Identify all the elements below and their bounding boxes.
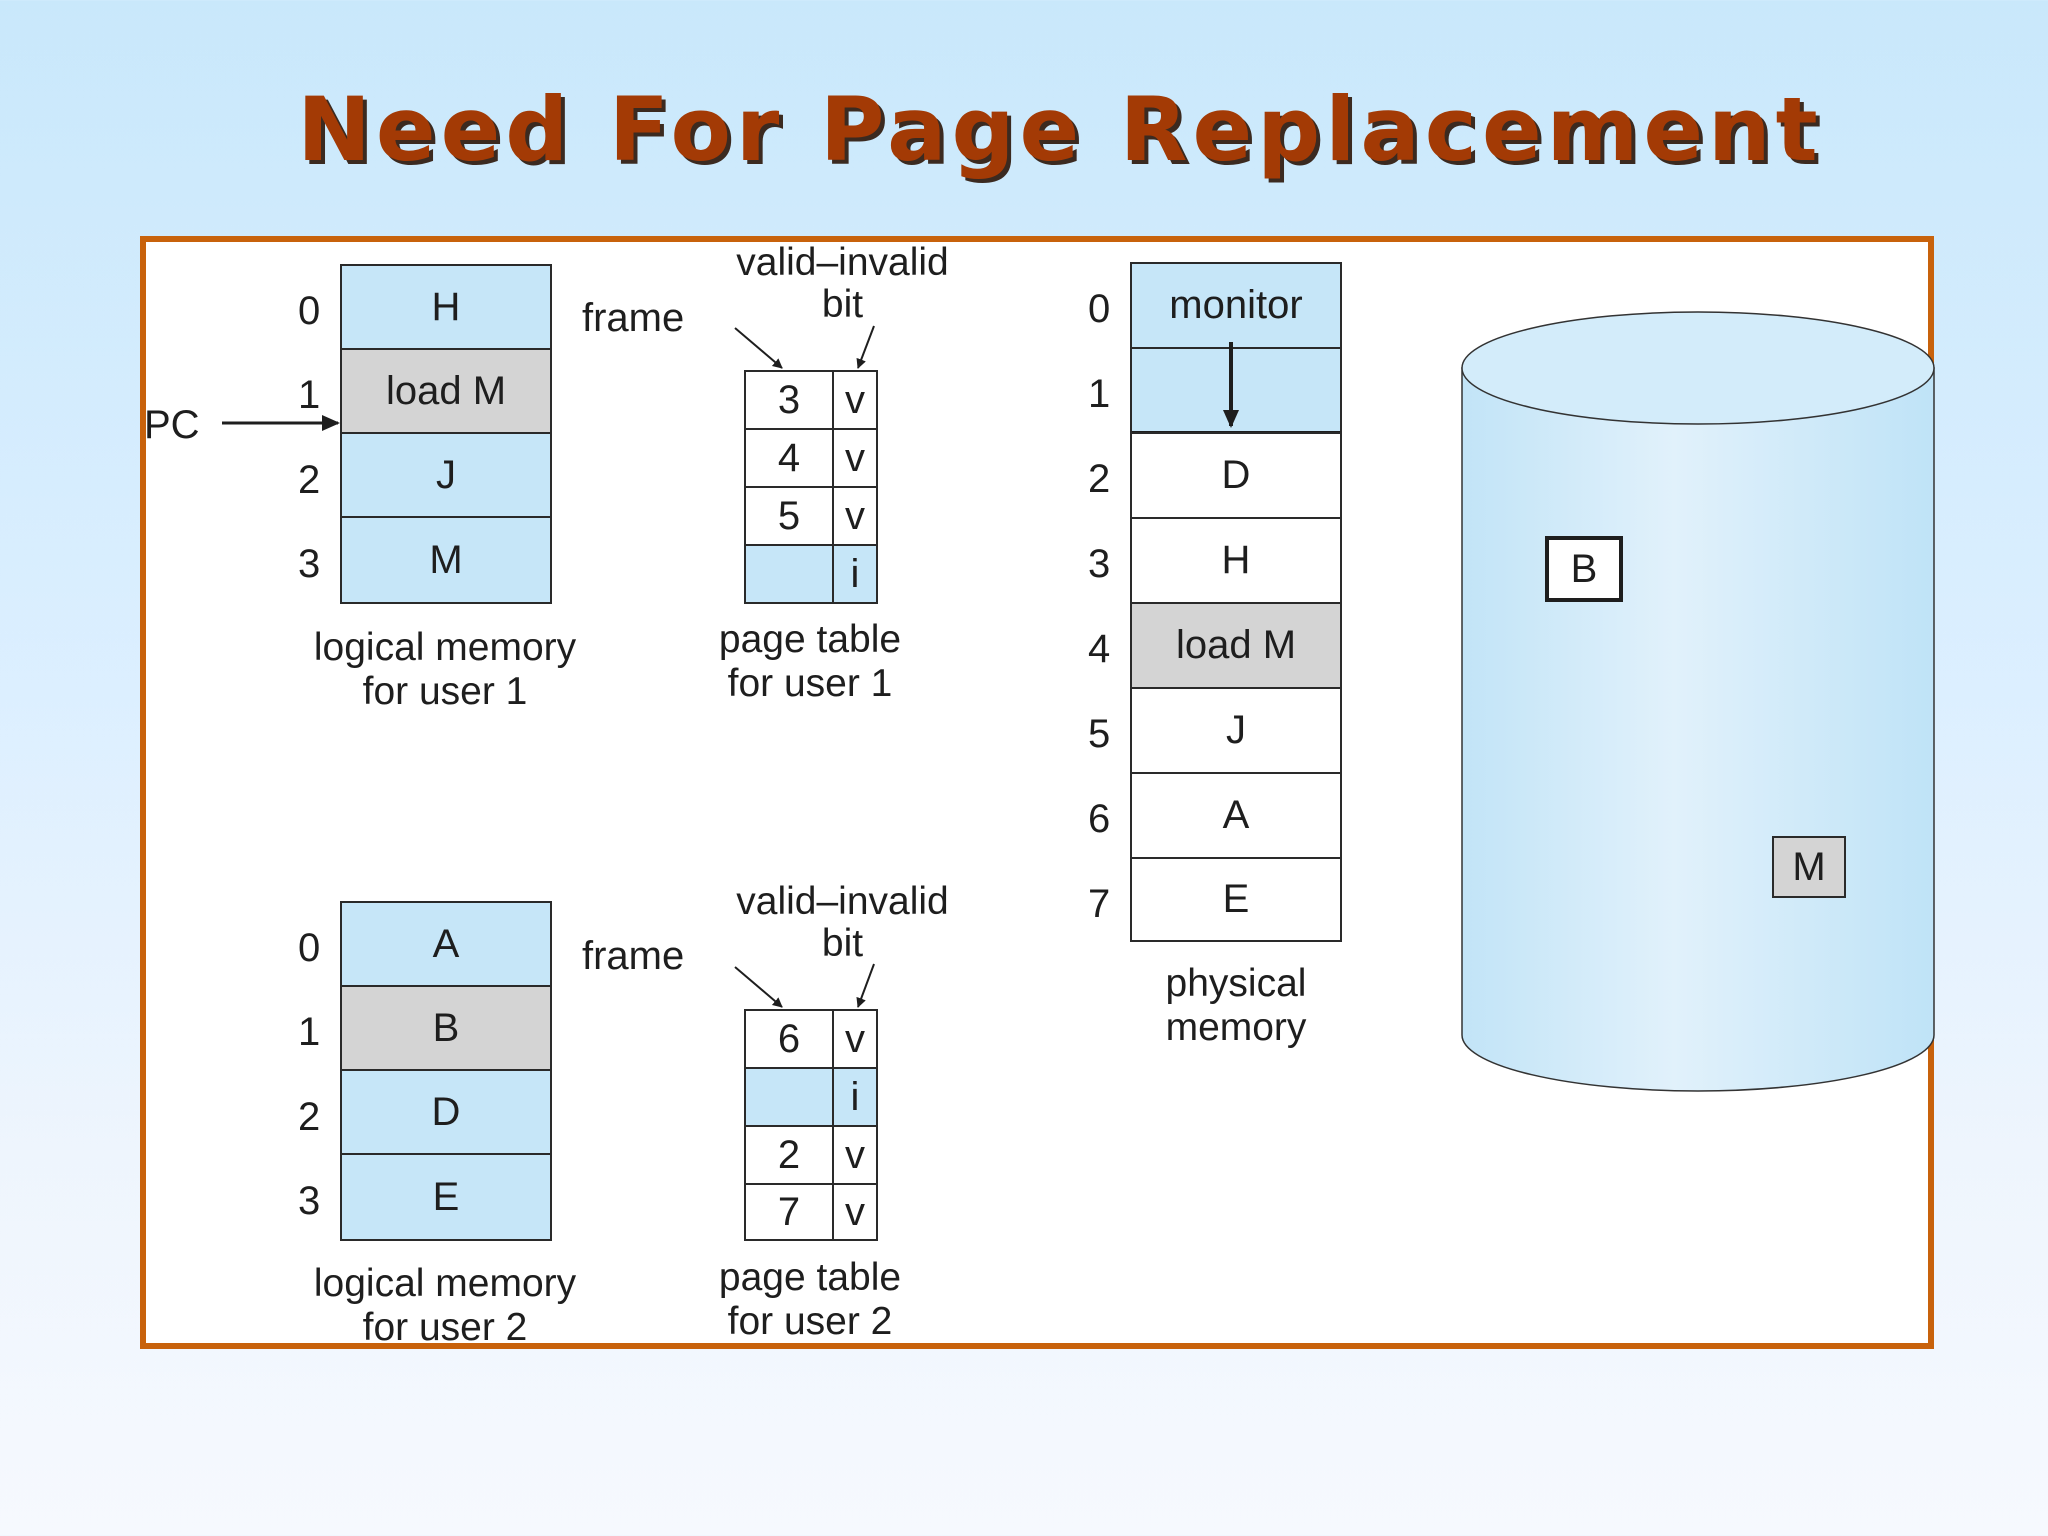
user1-index-0: 0 <box>298 289 321 333</box>
phys-index-1: 1 <box>1088 372 1111 416</box>
phys-index-6: 6 <box>1088 797 1111 841</box>
user2-pt-frame-1 <box>744 1067 834 1127</box>
user2-pt-bit-0: v <box>832 1009 878 1069</box>
user2-index-3: 3 <box>298 1179 321 1223</box>
user1-page-2: J <box>340 432 552 518</box>
user2-frame-label: frame <box>582 934 685 978</box>
user2-index-1: 1 <box>298 1010 321 1054</box>
phys-index-3: 3 <box>1088 542 1111 586</box>
user2-pt-frame-0: 6 <box>744 1009 834 1069</box>
phys-frame-1 <box>1130 347 1342 434</box>
phys-index-2: 2 <box>1088 457 1111 501</box>
user2-page-table-caption: page table for user 2 <box>718 1256 902 1343</box>
user1-index-2: 2 <box>298 458 321 502</box>
phys-frame-6: A <box>1130 772 1342 859</box>
user2-pt-bit-1: i <box>832 1067 878 1127</box>
phys-index-4: 4 <box>1088 627 1111 671</box>
user2-pt-bit-3: v <box>832 1183 878 1241</box>
phys-frame-0: monitor <box>1130 262 1342 349</box>
user2-page-0: A <box>340 901 552 987</box>
user1-page-table-caption: page table for user 1 <box>718 618 902 705</box>
user2-valid-invalid-label: valid–invalid bit <box>736 880 949 966</box>
user1-page-1: load M <box>340 348 552 434</box>
phys-index-0: 0 <box>1088 287 1111 331</box>
user2-pt-frame-2: 2 <box>744 1125 834 1185</box>
user2-pt-bit-2: v <box>832 1125 878 1185</box>
pc-label: PC <box>144 403 200 447</box>
user2-logical-memory-caption: logical memory for user 2 <box>313 1262 577 1349</box>
user2-page-2: D <box>340 1069 552 1155</box>
user1-pt-bit-1: v <box>832 428 878 488</box>
user2-page-3: E <box>340 1153 552 1241</box>
user1-pt-bit-0: v <box>832 370 878 430</box>
user1-pt-frame-0: 3 <box>744 370 834 430</box>
user1-frame-pointer-arrow <box>734 327 783 369</box>
user1-page-0: H <box>340 264 552 350</box>
physical-memory-caption: physical memory <box>1165 962 1307 1049</box>
user1-valid-invalid-label: valid–invalid bit <box>736 241 949 327</box>
phys-frame-4: load M <box>1130 602 1342 689</box>
user1-frame-label: frame <box>582 296 685 340</box>
user1-index-3: 3 <box>298 542 321 586</box>
user2-page-1: B <box>340 985 552 1071</box>
user1-bit-pointer-arrow <box>856 325 875 369</box>
user1-pt-frame-2: 5 <box>744 486 834 546</box>
user2-index-2: 2 <box>298 1095 321 1139</box>
phys-frame-3: H <box>1130 517 1342 604</box>
disk-item-m: M <box>1772 836 1846 898</box>
backing-store-disk <box>1461 311 1935 1092</box>
phys-frame-5: J <box>1130 687 1342 774</box>
user1-pt-frame-3 <box>744 544 834 604</box>
user1-page-3: M <box>340 516 552 604</box>
user1-index-1: 1 <box>298 373 321 417</box>
phys-index-7: 7 <box>1088 882 1111 926</box>
user1-pt-bit-2: v <box>832 486 878 546</box>
slide-title: Need For Page Replacement <box>297 78 1823 181</box>
user2-pt-frame-3: 7 <box>744 1183 834 1241</box>
user2-frame-pointer-arrow <box>734 966 783 1008</box>
user1-pt-bit-3: i <box>832 544 878 604</box>
phys-index-5: 5 <box>1088 712 1111 756</box>
user1-pt-frame-1: 4 <box>744 428 834 488</box>
user2-bit-pointer-arrow <box>856 963 875 1008</box>
phys-frame-2: D <box>1130 432 1342 519</box>
user1-logical-memory-caption: logical memory for user 1 <box>313 626 577 713</box>
user2-index-0: 0 <box>298 926 321 970</box>
disk-item-b: B <box>1545 536 1623 602</box>
phys-frame-7: E <box>1130 857 1342 942</box>
